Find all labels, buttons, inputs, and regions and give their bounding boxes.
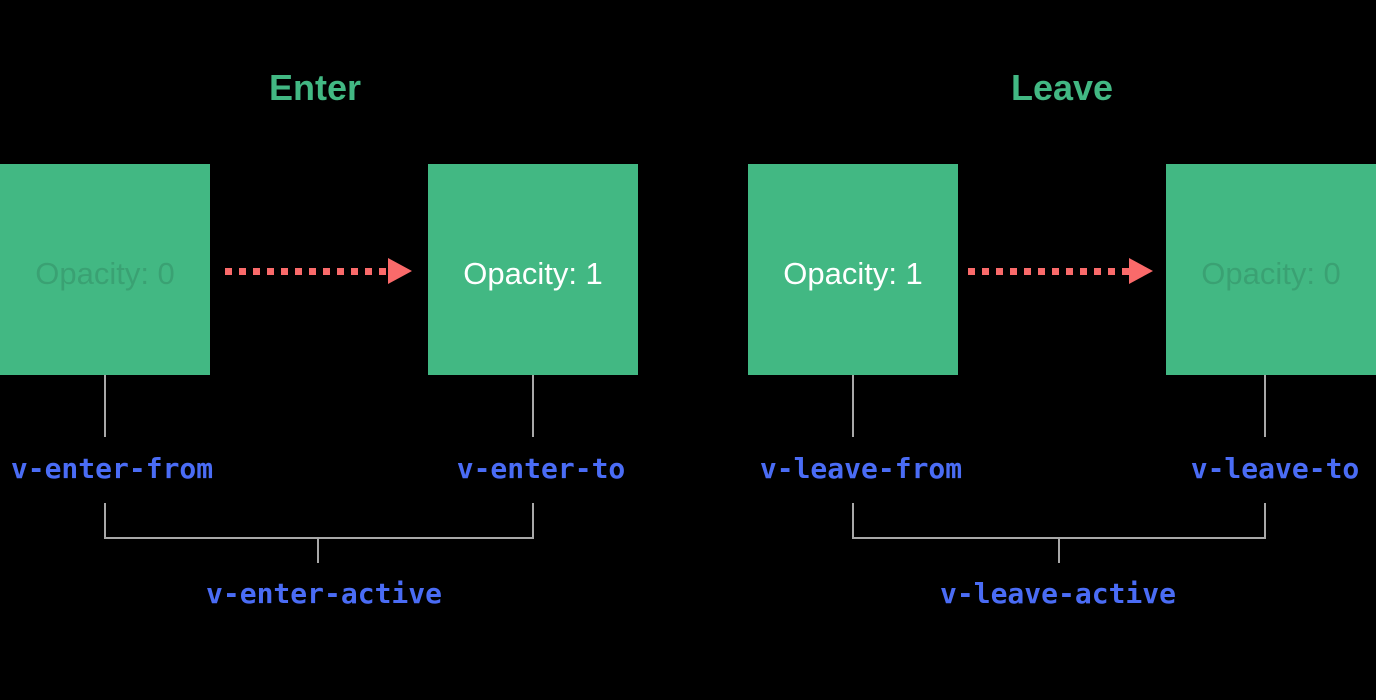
enter-to-box: Opacity: 1 bbox=[428, 164, 638, 375]
leave-bracket-horizontal bbox=[852, 537, 1266, 539]
leave-section-title: Leave bbox=[1010, 67, 1114, 108]
enter-from-box-label: Opacity: 0 bbox=[35, 255, 175, 291]
leave-to-box-label: Opacity: 0 bbox=[1201, 255, 1341, 291]
enter-from-connector-line bbox=[104, 375, 106, 437]
enter-section-title: Enter bbox=[268, 67, 362, 108]
leave-transition-arrow-line bbox=[968, 268, 1131, 275]
enter-to-box-label: Opacity: 1 bbox=[463, 255, 603, 291]
leave-from-box-label: Opacity: 1 bbox=[783, 255, 923, 291]
enter-from-box: Opacity: 0 bbox=[0, 164, 210, 375]
enter-to-class-label: v-enter-to bbox=[456, 452, 626, 485]
leave-bracket-left-stem bbox=[852, 503, 854, 539]
leave-to-connector-line bbox=[1264, 375, 1266, 437]
leave-to-box: Opacity: 0 bbox=[1166, 164, 1376, 375]
enter-bracket-left-stem bbox=[104, 503, 106, 539]
leave-bracket-center-stem bbox=[1058, 539, 1060, 563]
leave-from-class-label: v-leave-from bbox=[759, 452, 963, 485]
leave-transition-arrow-head-icon bbox=[1129, 258, 1153, 284]
enter-active-class-label: v-enter-active bbox=[205, 577, 443, 610]
enter-to-connector-line bbox=[532, 375, 534, 437]
enter-bracket-horizontal bbox=[104, 537, 534, 539]
enter-transition-arrow-line bbox=[225, 268, 388, 275]
leave-to-class-label: v-leave-to bbox=[1190, 452, 1360, 485]
leave-from-connector-line bbox=[852, 375, 854, 437]
leave-active-class-label: v-leave-active bbox=[939, 577, 1177, 610]
enter-bracket-right-stem bbox=[532, 503, 534, 539]
leave-bracket-right-stem bbox=[1264, 503, 1266, 539]
enter-from-class-label: v-enter-from bbox=[10, 452, 214, 485]
enter-transition-arrow-head-icon bbox=[388, 258, 412, 284]
enter-bracket-center-stem bbox=[317, 539, 319, 563]
leave-from-box: Opacity: 1 bbox=[748, 164, 958, 375]
